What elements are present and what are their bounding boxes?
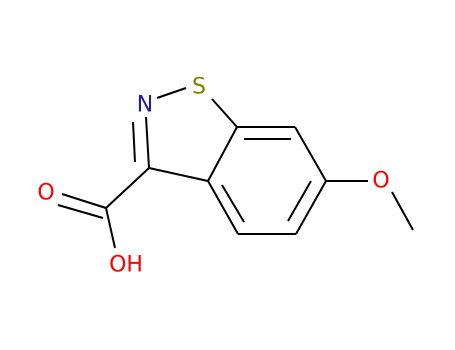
- atom-labels: S N O O OH: [37, 75, 389, 278]
- atom-sulfur: S: [192, 75, 206, 100]
- bond-c3-n-double: [132, 121, 136, 163]
- bond-c4-c3a-double: [221, 184, 245, 223]
- bond-c6-c5-double: [287, 180, 312, 222]
- bond-c6-c5: [295, 180, 327, 235]
- bond-c3-n: [145, 116, 150, 169]
- bond-s-c7a: [211, 98, 238, 128]
- bond-c3a-c7a: [207, 126, 238, 182]
- bond-c3-cooh: [105, 167, 150, 209]
- bond-c-o-double-b: [57, 204, 104, 219]
- bond-c4-c3a: [207, 180, 239, 235]
- bond-c3-c3a: [148, 167, 209, 182]
- bond-o-ch3: [391, 191, 414, 231]
- atom-oxygen-methoxy: O: [372, 169, 389, 194]
- atom-hydroxyl: OH: [109, 253, 143, 278]
- bond-c-o-double-a: [61, 193, 107, 209]
- bond-c-oh: [105, 207, 116, 249]
- atom-oxygen-carbonyl: O: [37, 181, 54, 206]
- atom-nitrogen: N: [137, 93, 153, 118]
- bond-c7-c6: [294, 126, 327, 182]
- bonds: [57, 87, 414, 249]
- bond-n-s: [156, 87, 187, 99]
